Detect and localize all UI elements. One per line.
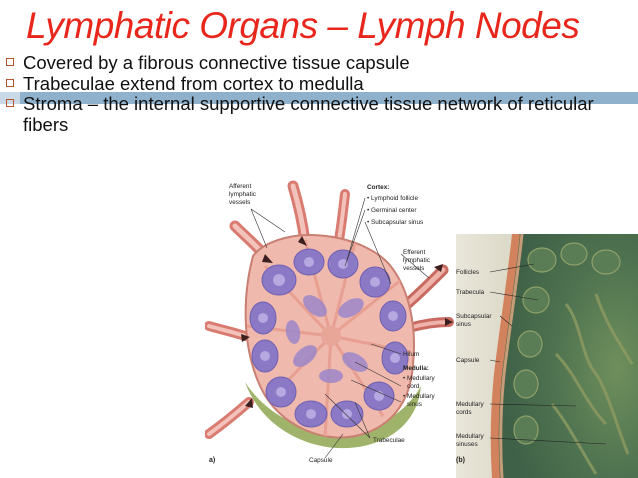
label-medullary-cord-1: • Medullary xyxy=(403,375,436,382)
panel-letter-b: (b) xyxy=(456,457,465,464)
bullet-text: Covered by a fibrous connective tissue c… xyxy=(23,52,410,73)
label-germinal-center: • Germinal center xyxy=(367,207,417,214)
label-capsule: Capsule xyxy=(309,457,333,464)
label-trabecula: Trabecula xyxy=(456,289,485,296)
bullet-text: Stroma – the internal supportive connect… xyxy=(23,93,594,135)
slide-title: Lymphatic Organs – Lymph Nodes xyxy=(26,5,580,46)
label-medullary-sinuses-2: sinuses xyxy=(456,441,478,448)
label-hilum: Hilum xyxy=(403,351,419,358)
label-medullary-sinus-2: sinus xyxy=(407,401,422,408)
label-afferent-3: vessels xyxy=(229,199,250,206)
accent-bar-left xyxy=(0,92,20,104)
lymph-node-micrograph: Follicles Trabecula Subcapsular sinus Ca… xyxy=(456,234,638,478)
square-bullet-icon xyxy=(6,99,14,107)
label-medullary-cord-2: cord xyxy=(407,383,420,390)
panel-letter-a: a) xyxy=(209,457,215,464)
bullet-item: Stroma – the internal supportive connect… xyxy=(6,93,626,135)
label-efferent-3: vessels xyxy=(403,265,424,272)
label-subcapsular-sinus: • Subcapsular sinus xyxy=(367,219,423,226)
label-efferent-2: lymphatic xyxy=(403,257,431,264)
bullet-list: Covered by a fibrous connective tissue c… xyxy=(6,52,626,135)
label-trabeculae: Trabeculae xyxy=(373,437,405,444)
label-cortex: Cortex: xyxy=(367,184,389,191)
label-capsule-b: Capsule xyxy=(456,357,480,364)
label-efferent-1: Efferent xyxy=(403,249,425,256)
label-medullary-cords-2: cords xyxy=(456,409,472,416)
label-afferent-2: lymphatic xyxy=(229,191,257,198)
label-medullary-cords-1: Medullary xyxy=(456,401,485,408)
label-afferent-1: Afferent xyxy=(229,183,251,190)
bullet-item: Covered by a fibrous connective tissue c… xyxy=(6,52,626,74)
bullet-item: Trabeculae extend from cortex to medulla xyxy=(6,72,626,95)
label-medulla: Medulla: xyxy=(403,365,429,372)
accent-bar xyxy=(0,92,638,104)
label-lymphoid-follicle: • Lymphoid follicle xyxy=(367,195,418,202)
label-follicles: Follicles xyxy=(456,269,479,276)
square-bullet-icon xyxy=(6,58,14,66)
square-bullet-icon xyxy=(6,78,14,87)
label-medullary-sinus-1: • Medullary xyxy=(403,393,436,400)
label-subcapsular-sinus-b-1: Subcapsular xyxy=(456,313,492,320)
label-medullary-sinuses-1: Medullary xyxy=(456,433,485,440)
bullet-text: Trabeculae extend from cortex to medulla xyxy=(23,72,364,94)
label-subcapsular-sinus-b-2: sinus xyxy=(456,321,471,328)
lymph-node-diagram: Afferent lymphatic vessels Cortex: • Lym… xyxy=(205,180,454,464)
